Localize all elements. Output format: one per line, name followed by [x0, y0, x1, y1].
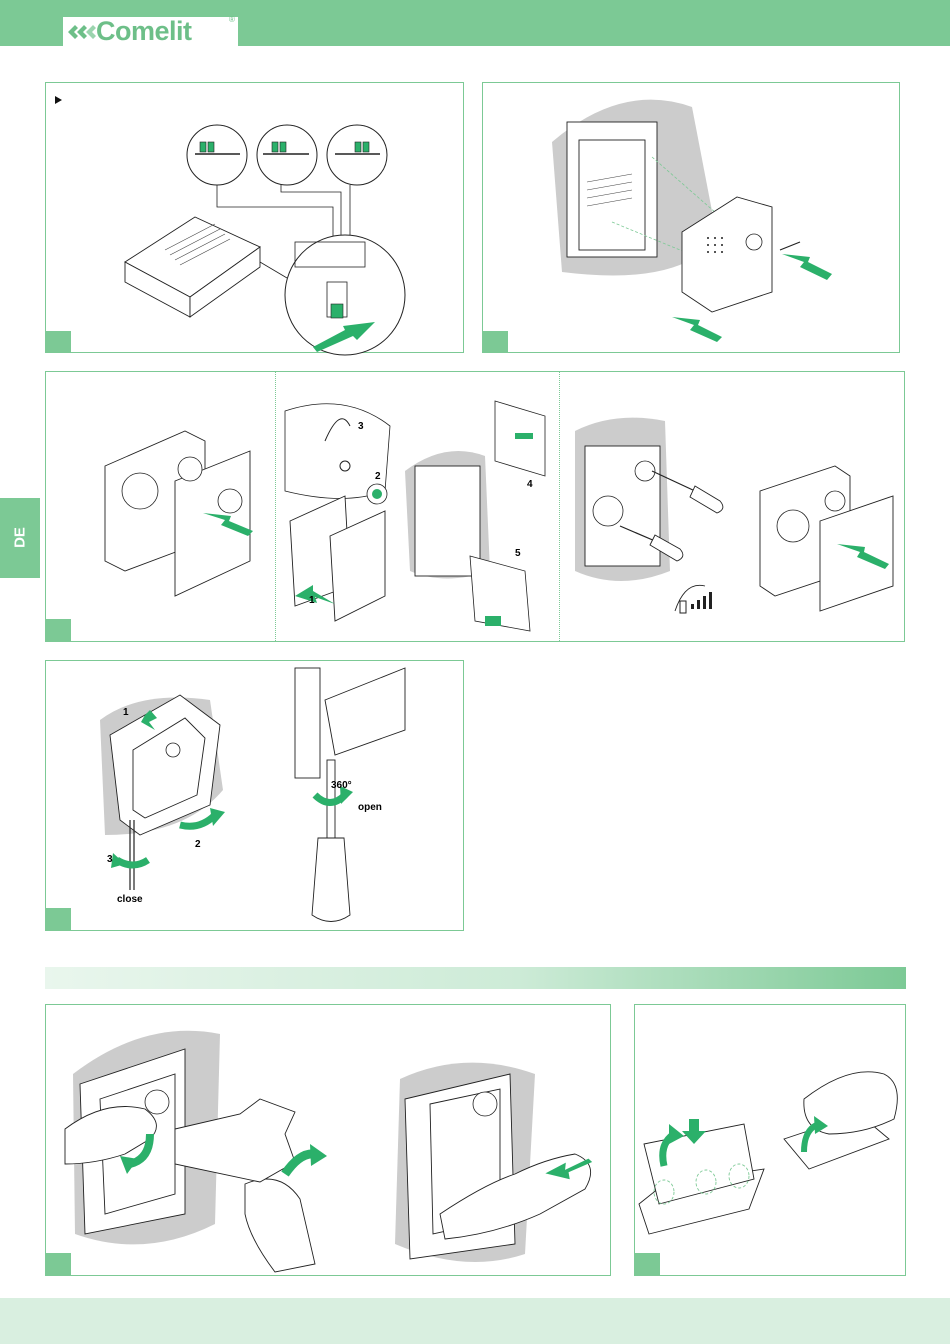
fig3-step-5: 5	[515, 548, 521, 559]
fig4-step-1: 1	[123, 707, 129, 718]
fig3-step-3: 3	[358, 421, 364, 432]
section-bar	[45, 967, 906, 989]
figure-jumper-illustration	[45, 82, 464, 353]
figure-front-removal: 1 2 3 4 5	[45, 371, 905, 642]
fig4-deg-label: 360°	[331, 780, 352, 791]
volume-icon	[680, 592, 712, 613]
fig4-step-3: 3	[107, 854, 113, 865]
fig4-open-label: open	[358, 802, 382, 813]
fig4-close-label: close	[117, 894, 143, 905]
fig4-step-2: 2	[195, 839, 201, 850]
registered-mark: ®	[229, 15, 235, 24]
brand-logo: Comelit	[96, 17, 192, 46]
fig3-step-4: 4	[527, 479, 533, 490]
figure-frame-fixing: 1 2 3 close 360° open	[45, 660, 464, 931]
figure-card-insertion	[634, 1004, 906, 1276]
language-tab-label: DE	[12, 524, 29, 552]
logo-mark-icon	[68, 21, 96, 43]
figure-module-mounting	[482, 82, 900, 353]
fig3-step-1: 1	[309, 595, 315, 606]
figure-card-removal	[45, 1004, 611, 1276]
fig3-step-2: 2	[375, 471, 381, 482]
footer-bar	[0, 1298, 950, 1344]
